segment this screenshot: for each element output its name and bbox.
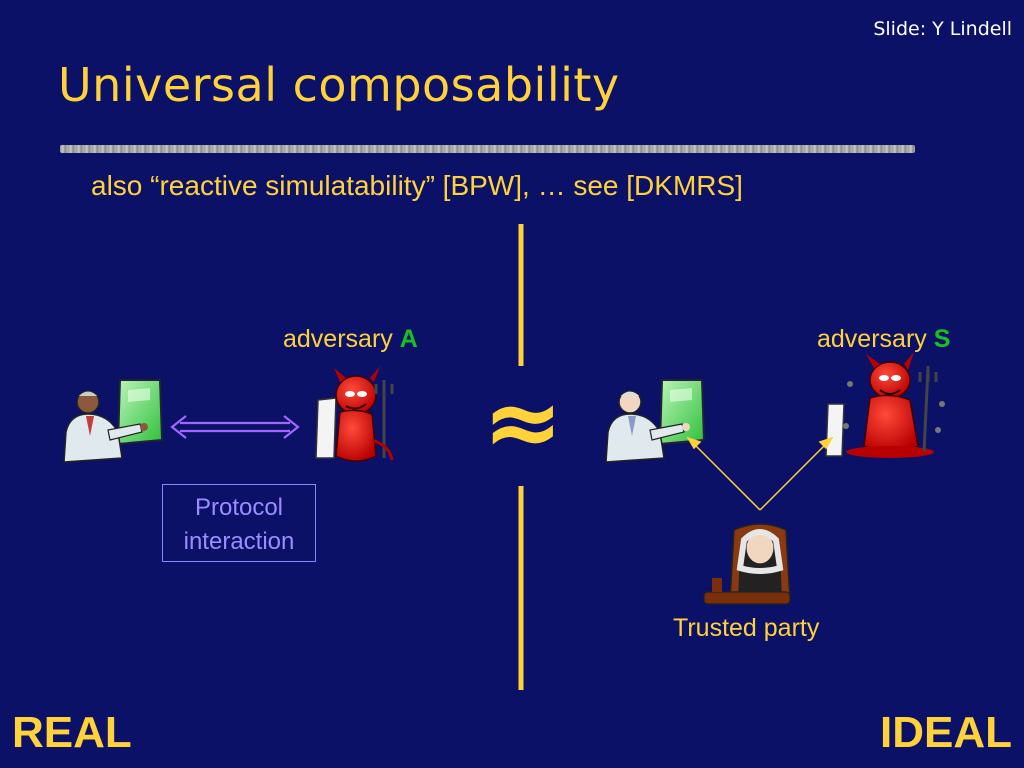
slide-credit: Slide: Y Lindell	[873, 18, 1012, 40]
judge-trusted-party-icon	[703, 523, 791, 605]
ideal-party-icon	[605, 379, 706, 463]
adversary-a-label: adversary A	[283, 325, 418, 354]
adversary-s-label: adversary S	[817, 325, 950, 354]
trusted-party-links	[686, 436, 834, 511]
protocol-interaction-line1: Protocol	[194, 494, 284, 521]
protocol-double-arrow	[170, 415, 300, 439]
adversary-s-letter: S	[933, 325, 951, 353]
ideal-world-caption: IDEAL	[880, 708, 1012, 757]
slide-subtitle: also “reactive simulatability” [BPW], … …	[91, 170, 743, 201]
real-party-icon	[63, 379, 164, 463]
real-world-caption: REAL	[12, 708, 132, 757]
adversary-a-letter: A	[399, 325, 418, 353]
adversary-s-word: adversary	[817, 325, 927, 353]
protocol-interaction-box: Protocol interaction	[162, 484, 316, 562]
adversary-a-word: adversary	[283, 325, 393, 353]
adversary-a-devil-icon	[315, 366, 394, 462]
protocol-interaction-line2: interaction	[183, 528, 295, 555]
approx-symbol: ≈	[483, 366, 563, 478]
adversary-s-devil-icon	[825, 352, 945, 458]
title-divider	[60, 145, 915, 153]
slide-title: Universal composability	[58, 58, 620, 112]
trusted-party-label: Trusted party	[673, 614, 820, 642]
